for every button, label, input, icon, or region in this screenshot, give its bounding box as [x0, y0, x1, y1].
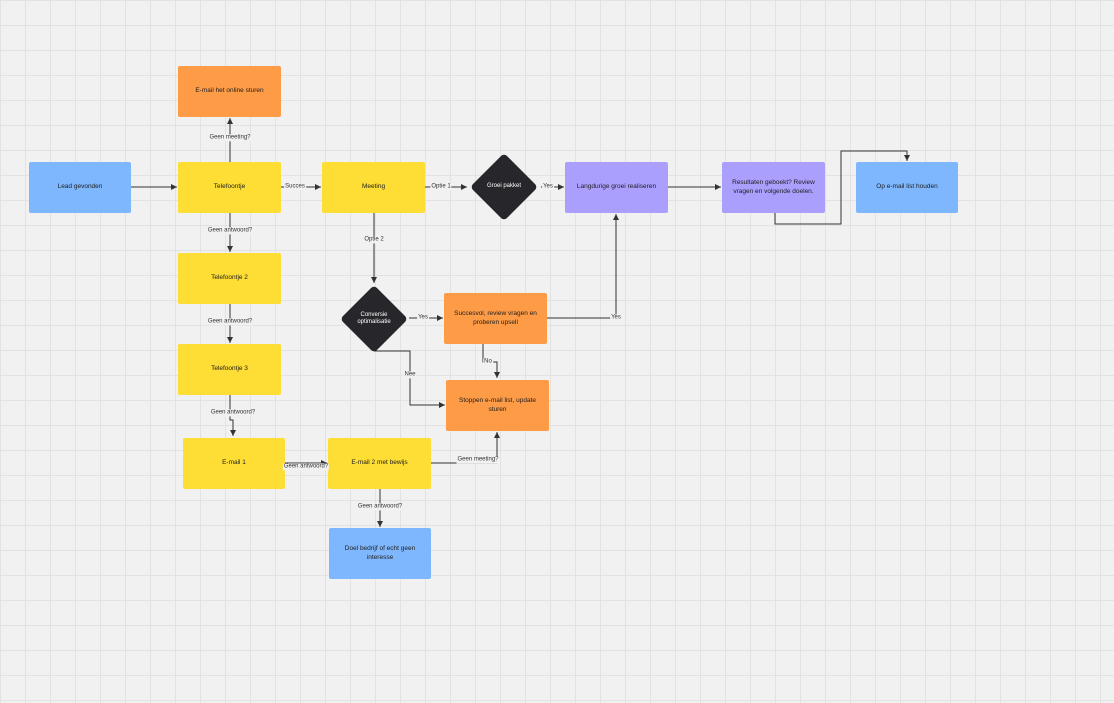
edge-label-no: No: [483, 358, 493, 366]
node-email-2[interactable]: E-mail 2 met bewijs: [328, 438, 431, 489]
decision-label: Conversie optimalisatie: [357, 311, 391, 325]
node-telefoontje-3[interactable]: Telefoontje 3: [178, 344, 281, 395]
edge-label-yes: Yes: [542, 183, 554, 191]
decision-label: Groei pakket: [486, 183, 522, 190]
edge-label-geen-antwoord: Geen antwoord?: [206, 227, 254, 235]
node-telefoontje[interactable]: Telefoontje: [178, 162, 281, 213]
edge-label-geen-antwoord: Geen antwoord?: [206, 318, 254, 326]
connector-call3-to-email1: [229, 395, 236, 436]
edge-label-optie-2: Optie 2: [363, 236, 385, 244]
node-meeting[interactable]: Meeting: [322, 162, 425, 213]
edge-label-succes: Succes: [284, 183, 306, 191]
decision-conversie[interactable]: Conversie optimalisatie: [339, 284, 409, 354]
node-email-1[interactable]: E-mail 1: [183, 438, 285, 489]
edge-label-nee: Nee: [403, 371, 417, 379]
node-telefoontje-2[interactable]: Telefoontje 2: [178, 253, 281, 304]
edge-label-geen-antwoord: Geen antwoord?: [282, 463, 330, 471]
edge-label-geen-antwoord: Geen antwoord?: [356, 503, 404, 511]
edge-label-optie-1: Optie 1: [430, 183, 452, 191]
node-stuur-email[interactable]: Stoppen e-mail list, update sturen: [446, 380, 549, 431]
node-resultaten-geboekt[interactable]: Resultaten geboekt? Review vragen en vol…: [722, 162, 825, 213]
connector-succesvol-to-langdurige: [547, 214, 619, 319]
node-email-list-houden[interactable]: Op e-mail list houden: [856, 162, 958, 213]
decision-groei-pakket[interactable]: Groei pakket: [469, 152, 539, 222]
node-succesvol-upsell[interactable]: Succesvol, review vragen en proberen ups…: [444, 293, 547, 344]
node-doel-bedrijf[interactable]: Doel bedrijf of echt geen interesse: [329, 528, 431, 579]
edge-label-geen-meeting: Geen meeting?: [208, 134, 252, 142]
node-lead-gevonden[interactable]: Lead gevonden: [29, 162, 131, 213]
edge-label-geen-antwoord: Geen antwoord?: [209, 409, 257, 417]
node-email-fail[interactable]: E-mail het online sturen: [178, 66, 281, 117]
edge-label-yes: Yes: [610, 314, 622, 322]
edge-label-yes: Yes: [417, 314, 429, 322]
connector-resultaten-to-email-houden: [774, 150, 910, 225]
node-langdurige-groei[interactable]: Langdurige groei realiseren: [565, 162, 668, 213]
edge-label-geen-meeting: Geen meeting?: [456, 456, 500, 464]
